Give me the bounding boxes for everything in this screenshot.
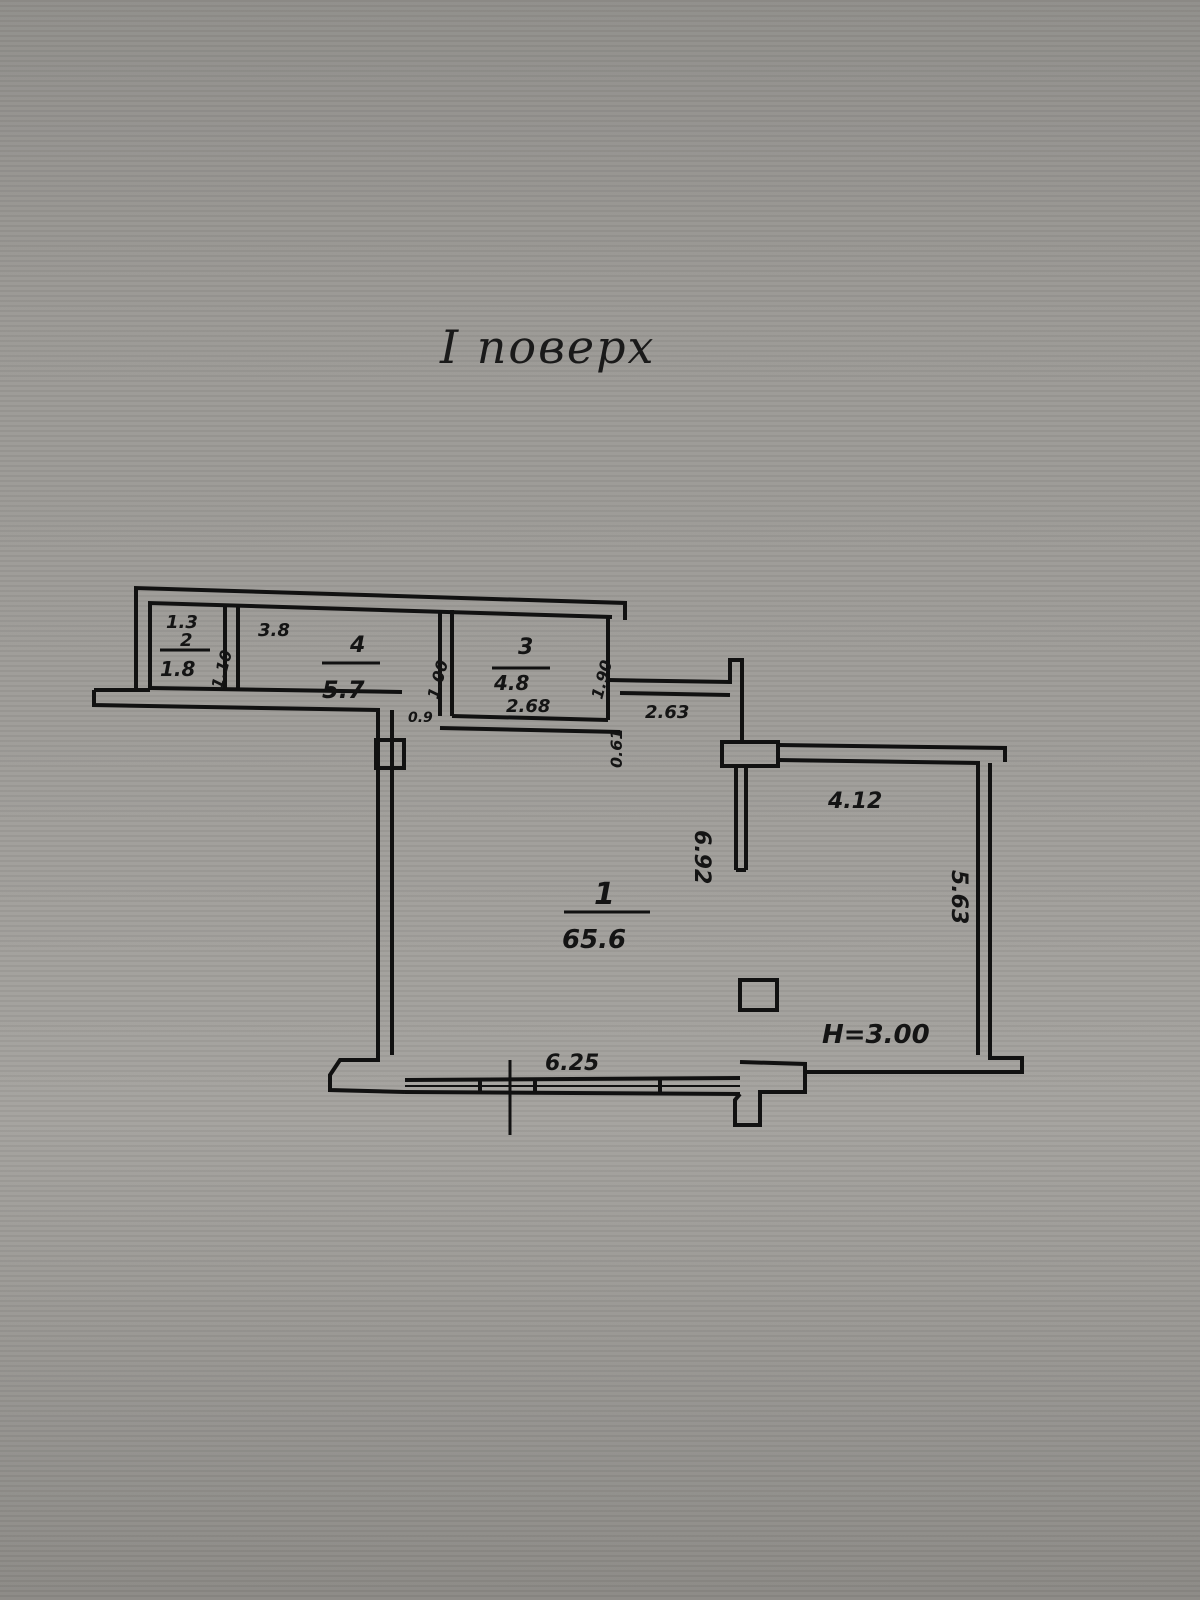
passage-depth: 0.61 [607,729,626,768]
walls [92,585,1024,1135]
column-center [738,978,779,1012]
room1-number: 1 [594,877,615,912]
room4-depth: 1.00 [424,658,453,701]
room3-length: 2.68 [506,696,550,717]
room1-area: 65.6 [562,925,626,955]
room3-area: 4.8 [493,671,530,695]
column-left [374,738,406,770]
floor-title: I поверх [440,320,656,374]
ceiling-height: H=3.00 [822,1020,930,1050]
strip-inner-top-wall [148,600,613,690]
right-width: 4.12 [827,789,882,814]
room2-width: 1.3 [166,612,198,633]
room4-area: 5.7 [322,676,365,704]
room2-area: 1.8 [160,657,196,681]
strip-outer-wall [134,585,627,690]
door-width: 0.9 [408,710,433,726]
passage-width: 2.63 [645,702,689,723]
left-outer-wall [92,690,406,1094]
room2-depth: 1.10 [208,648,237,691]
room2-number: 2 [180,630,193,651]
room1-width: 6.25 [545,1051,599,1076]
room4-length: 3.8 [258,620,290,641]
room4-number: 4 [349,633,365,658]
column-top [720,740,780,768]
room1-depth: 6.92 [689,830,714,884]
room3-number: 3 [518,635,533,660]
right-depth: 5.63 [946,870,971,924]
